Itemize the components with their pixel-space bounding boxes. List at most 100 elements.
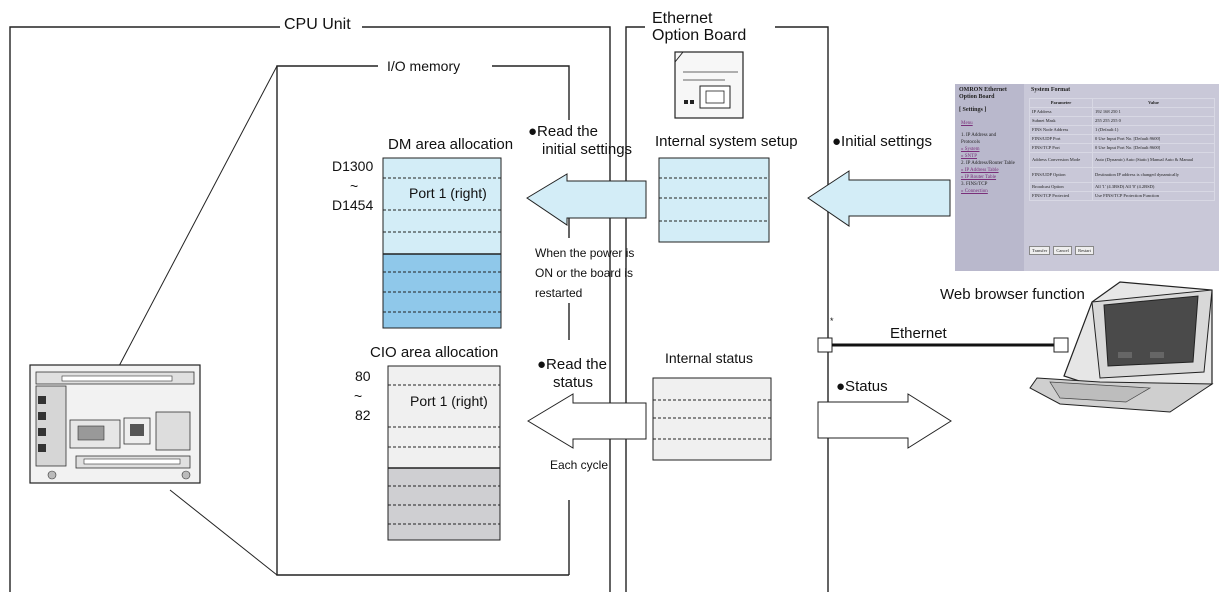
web-param: FINS/TCP Port [1029, 143, 1093, 153]
internal-setup-label: Internal system setup [655, 133, 798, 150]
status-label: ●Status [836, 378, 888, 395]
web-main: System Format Parameter Value IP Address… [1027, 84, 1219, 271]
web-param: Broadcast Option [1029, 182, 1093, 192]
cio-end-address: 82 [355, 407, 371, 423]
web-col-parameter: Parameter [1029, 98, 1093, 108]
web-value[interactable]: Destination IP address is changed dynami… [1092, 167, 1215, 183]
internal-status-label: Internal status [665, 350, 753, 366]
read-status-label-1: ●Read the [537, 356, 607, 373]
dm-area-block [382, 157, 502, 329]
read-initial-label-2: initial settings [542, 141, 633, 158]
web-param: FINS/UDP Option [1029, 167, 1093, 183]
arrow-initial-settings [807, 170, 951, 227]
cio-start-address: 80 [355, 368, 371, 384]
web-value[interactable]: 192 168 250 1 [1092, 107, 1215, 117]
web-brand-1: OMRON Ethernet [959, 87, 1007, 93]
zoom-line-top [117, 65, 278, 369]
dm-start-address: D1300 [332, 158, 374, 174]
web-nav-link-router-table[interactable]: » IP Router Table [961, 175, 997, 180]
ethernet-label: Ethernet [890, 325, 947, 342]
web-value[interactable]: All '1' (4.3BSD) All '0' (4.2BSD) [1092, 182, 1215, 192]
web-nav-link-connection[interactable]: » Connection [961, 189, 988, 194]
web-sidebar: OMRON Ethernet Option Board [ Settings ]… [955, 84, 1024, 271]
web-value[interactable]: Use FINS/TCP Protection Function [1092, 191, 1215, 201]
footnote-star: * [830, 316, 834, 326]
web-nav-item: 3. FINS/TCP [961, 182, 988, 187]
web-button-row: Transfer Cancel Restart [1029, 246, 1096, 255]
web-browser-label: Web browser function [940, 286, 1085, 303]
cio-area-block [387, 365, 501, 541]
arrow-read-initial [526, 173, 647, 226]
web-value[interactable]: 0 Use Input Port No. [Default:9600] [1092, 134, 1215, 144]
internal-status-block [652, 377, 772, 461]
web-nav-link-system[interactable]: » System [961, 147, 980, 152]
cio-port-label: Port 1 (right) [410, 393, 488, 409]
web-value[interactable]: Auto (Dynamic) Auto (Static) Manual Auto… [1092, 152, 1215, 168]
web-param: Address Conversion Mode [1029, 152, 1093, 168]
dm-end-address: D1454 [332, 197, 374, 213]
web-param: FINS/TCP Protected [1029, 191, 1093, 201]
read-status-label-2: status [553, 374, 594, 391]
dm-range-tilde: ~ [350, 178, 359, 194]
web-menu-link[interactable]: Menu [961, 121, 973, 126]
ethernet-board-frame-left [625, 26, 645, 592]
web-cancel-button[interactable]: Cancel [1053, 246, 1072, 255]
web-transfer-button[interactable]: Transfer [1029, 246, 1051, 255]
web-param: FINS Node Address [1029, 125, 1093, 135]
power-note-1: When the power is [535, 246, 635, 260]
web-nav-link-ip-table[interactable]: » IP Address Table [961, 168, 999, 173]
ethernet-board-label-1: Ethernet [652, 10, 713, 27]
web-value[interactable]: 255 255 255 0 [1092, 116, 1215, 126]
web-param: IP Address [1029, 107, 1093, 117]
laptop-icon [1029, 281, 1214, 413]
arrow-status [817, 393, 952, 449]
ethernet-board-frame-right [775, 26, 829, 592]
web-nav-item: Protocols [961, 140, 980, 145]
dm-port-label: Port 1 (right) [409, 185, 487, 201]
web-nav-link-sntp[interactable]: » SNTP [961, 154, 977, 159]
power-note-2: ON or the board is [535, 266, 634, 280]
zoom-line-bottom [169, 489, 278, 576]
cio-range-tilde: ~ [354, 388, 363, 404]
web-nav-item: 1. IP Address and [961, 133, 997, 138]
ethernet-cable [817, 337, 1069, 353]
cio-area-title: CIO area allocation [370, 344, 499, 361]
web-settings-heading: [ Settings ] [959, 107, 987, 113]
ethernet-board-icon [674, 51, 744, 119]
web-col-value: Value [1092, 98, 1215, 108]
plc-device-icon [29, 364, 201, 484]
internal-setup-block [658, 157, 770, 243]
web-brand-2: Option Board [959, 94, 995, 100]
cpu-unit-frame [9, 26, 280, 592]
arrow-read-status [527, 393, 647, 449]
ethernet-board-label-2: Option Board [652, 27, 747, 44]
web-nav-item: 2. IP Address/Router Table [961, 161, 1015, 166]
web-param: Subnet Mask [1029, 116, 1093, 126]
web-value[interactable]: 0 Use Input Port No. [Default:9600] [1092, 143, 1215, 153]
each-cycle-label: Each cycle [550, 458, 609, 472]
web-param: FINS/UDP Port [1029, 134, 1093, 144]
initial-settings-label: ●Initial settings [832, 133, 932, 150]
io-memory-frame-right [492, 65, 570, 120]
web-restart-button[interactable]: Restart [1075, 246, 1094, 255]
web-page-title: System Format [1031, 87, 1071, 93]
cpu-unit-label: CPU Unit [284, 16, 351, 33]
web-value[interactable]: 1 (Default:1) [1092, 125, 1215, 135]
web-settings-screenshot: OMRON Ethernet Option Board [ Settings ]… [955, 84, 1219, 271]
io-memory-frame [276, 65, 569, 576]
dm-area-title: DM area allocation [388, 136, 514, 153]
power-note-3: restarted [535, 286, 583, 300]
io-memory-label: I/O memory [387, 58, 461, 74]
